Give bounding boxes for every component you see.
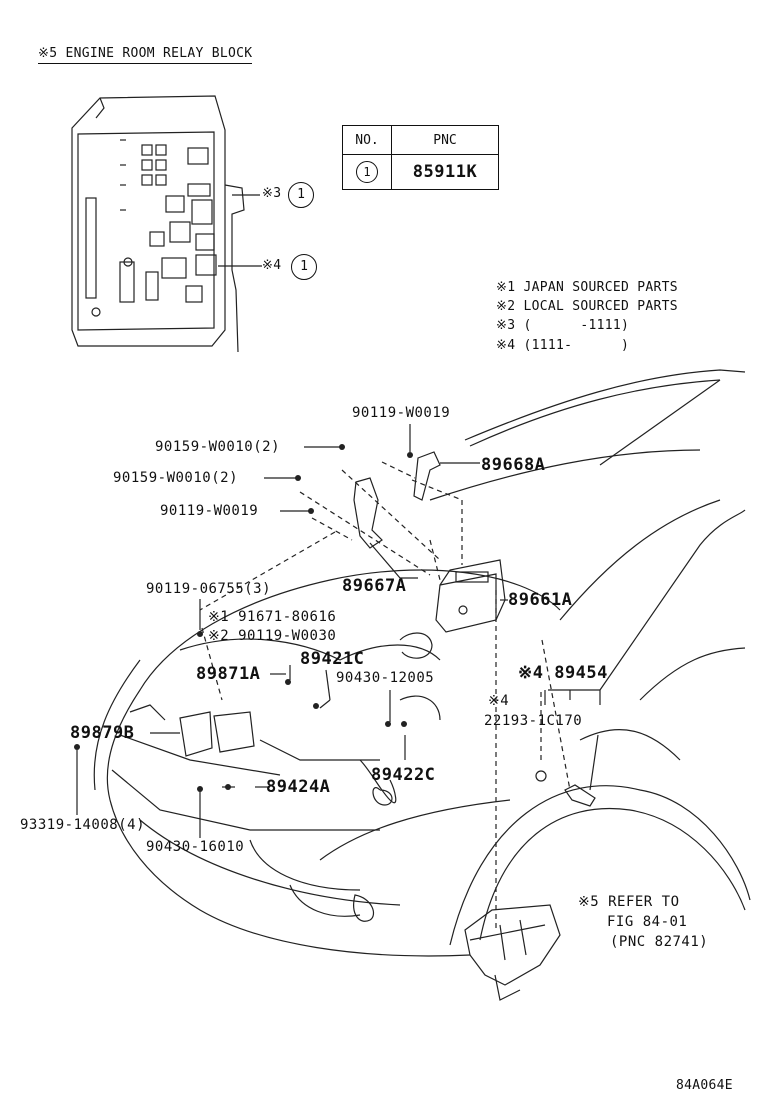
part-label: 90119-W0019 <box>160 503 259 519</box>
pnc-header-no: NO. <box>342 125 392 155</box>
part-label: 90119-W0019 <box>352 405 451 421</box>
part-label: 90430-12005 <box>336 670 435 686</box>
leader-lines <box>76 424 601 838</box>
part-label: FIG 84-01 <box>607 914 688 930</box>
part-label: 22193-1C170 <box>484 713 583 729</box>
part-label: ※1 91671-80616 <box>208 609 337 625</box>
part-label: 90159-W0010(2) <box>155 439 281 455</box>
callout-3-circle: 1 <box>288 182 314 208</box>
part-label: 89422C <box>371 765 436 785</box>
part-label: 89661A <box>508 590 573 610</box>
part-label: 89668A <box>481 455 546 475</box>
callout-3-label: ※3 <box>262 186 282 201</box>
part-label: 90159-W0010(2) <box>113 470 239 486</box>
note-3: ※3 ( -1111) <box>496 318 630 333</box>
part-label: (PNC 82741) <box>610 934 709 950</box>
callout-4-circle: 1 <box>291 254 317 280</box>
pnc-row-pnc: 85911K <box>391 154 499 190</box>
part-label: 89424A <box>266 777 331 797</box>
note-4: ※4 (1111- ) <box>496 338 630 353</box>
part-label: ※4 89454 <box>518 663 608 683</box>
pnc-row-no: 1 <box>342 154 392 190</box>
part-label: 89667A <box>342 576 407 596</box>
ecu-module-illustration <box>435 559 506 633</box>
part-label: 93319-14008(4) <box>20 817 146 833</box>
part-label: 90119-06755(3) <box>146 581 272 597</box>
part-label: 89871A <box>196 664 261 684</box>
fastener-marks <box>74 444 413 792</box>
part-label: ※5 REFER TO <box>578 894 680 910</box>
bracket-illustrations <box>179 451 441 757</box>
vehicle-outline <box>93 369 751 957</box>
note-local: ※2 LOCAL SOURCED PARTS <box>496 299 678 314</box>
pnc-table: NO. PNC 1 85911K <box>342 125 499 190</box>
part-label: 89879B <box>70 723 135 743</box>
pnc-header-pnc: PNC <box>391 125 499 155</box>
relay-block-lower-illustration <box>464 904 561 1001</box>
dashed-guide-lines <box>199 461 571 930</box>
note-japan: ※1 JAPAN SOURCED PARTS <box>496 280 678 295</box>
figure-code: 84A064E <box>676 1078 733 1093</box>
part-label: ※2 90119-W0030 <box>208 628 337 644</box>
pnc-row-no-circle: 1 <box>356 161 378 183</box>
relay-block-title: ※5 ENGINE ROOM RELAY BLOCK <box>38 46 253 64</box>
part-label: 89421C <box>300 649 365 669</box>
callout-4-label: ※4 <box>262 258 282 273</box>
part-label: 90430-16010 <box>146 839 245 855</box>
relay-block-illustration <box>71 95 245 353</box>
part-label: ※4 <box>488 693 510 709</box>
